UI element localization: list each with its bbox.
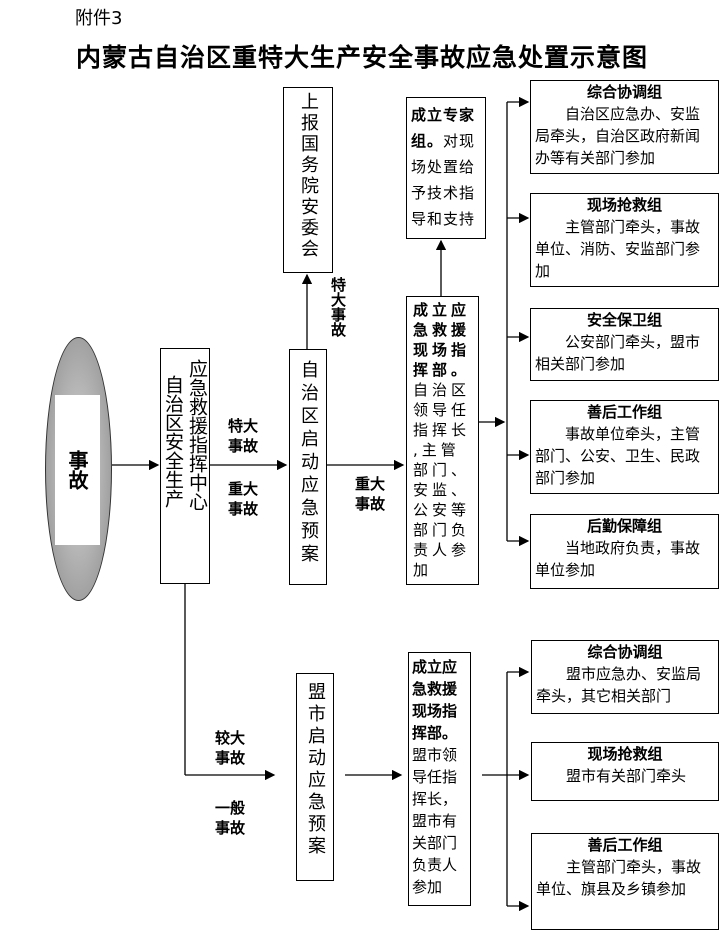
group-title: 善后工作组 — [587, 836, 663, 854]
report-state-council-box: 上报国务院安委会 — [283, 87, 333, 273]
group-desc: 主管部门牵头，事故单位、消防、安监部门参加 — [535, 218, 701, 280]
label-major-hq: 重大事故 — [355, 475, 386, 513]
league-group-aftermath: 善后工作组 主管部门牵头，事故单位、旗县及乡镇参加 — [531, 833, 719, 930]
expert-group-title: 成立专家组。 — [411, 106, 476, 150]
group-desc: 盟市有关部门牵头 — [566, 767, 687, 785]
group-title: 现场抢救组 — [587, 745, 663, 763]
region-hq-box: 成立应急救援现场指挥部。自治区领导任指挥长,主管部门、安监、公安等部门负责人参加 — [406, 296, 479, 585]
accident-label: 事故 — [55, 395, 100, 545]
league-hq-title: 成立应急救援现场指挥部。 — [412, 658, 458, 742]
group-desc: 主管部门牵头，事故单位、旗县及乡镇参加 — [536, 858, 702, 898]
region-group-security: 安全保卫组 公安部门牵头，盟市相关部门参加 — [530, 308, 719, 381]
region-group-coordination: 综合协调组 自治区应急办、安监局牵头，自治区政府新闻办等有关部门参加 — [530, 80, 719, 174]
group-desc: 当地政府负责，事故单位参加 — [535, 539, 701, 579]
expert-group-text: 对现场处置给予技术指导和支持 — [411, 132, 476, 228]
region-hq-text: 自治区领导任指挥长,主管部门、安监、公安等部门负责人参加 — [413, 381, 471, 579]
diagram-title: 内蒙古自治区重特大生产安全事故应急处置示意图 — [75, 43, 648, 72]
group-desc: 自治区应急办、安监局牵头，自治区政府新闻办等有关部门参加 — [535, 105, 701, 167]
region-hq-title: 成立应急救援现场指挥部。 — [413, 301, 471, 379]
command-center-col1: 应急救援指挥中心 — [186, 359, 208, 511]
league-hq-box: 成立应急救援现场指挥部。盟市领导任指挥长，盟市有关部门负责人参加 — [408, 652, 471, 906]
region-group-aftermath: 善后工作组 事故单位牵头，主管部门、公安、卫生、民政部门参加 — [530, 400, 719, 494]
league-group-rescue: 现场抢救组 盟市有关部门牵头 — [531, 742, 719, 801]
region-group-rescue: 现场抢救组 主管部门牵头，事故单位、消防、安监部门参加 — [530, 193, 719, 287]
label-extra-major: 特大事故 — [228, 417, 259, 455]
group-title: 后勤保障组 — [586, 517, 662, 535]
group-desc: 盟市应急办、安监局牵头，其它相关部门 — [536, 665, 702, 705]
group-title: 善后工作组 — [586, 403, 662, 421]
group-desc: 事故单位牵头，主管部门、公安、卫生、民政部门参加 — [535, 425, 701, 487]
league-hq-text: 盟市领导任指挥长，盟市有关部门负责人参加 — [412, 746, 458, 896]
region-plan-box: 自治区启动应急预案 — [289, 349, 327, 585]
label-general: 一般事故 — [215, 799, 246, 837]
region-group-logistics: 后勤保障组 当地政府负责，事故单位参加 — [530, 514, 719, 589]
label-extra-major-report: 特大事故 — [329, 277, 347, 337]
expert-group-box: 成立专家组。对现场处置给予技术指导和支持 — [406, 97, 486, 239]
command-center-box: 应急救援指挥中心 自治区安全生产 — [160, 348, 210, 584]
league-plan-box: 盟市启动应急预案 — [296, 673, 334, 881]
group-title: 综合协调组 — [587, 643, 663, 661]
league-group-coordination: 综合协调组 盟市应急办、安监局牵头，其它相关部门 — [531, 640, 719, 714]
group-title: 现场抢救组 — [586, 196, 662, 214]
group-title: 综合协调组 — [586, 83, 662, 101]
label-larger: 较大事故 — [215, 729, 246, 767]
attachment-label: 附件3 — [75, 8, 123, 29]
label-major: 重大事故 — [228, 480, 259, 518]
group-desc: 公安部门牵头，盟市相关部门参加 — [535, 333, 701, 373]
group-title: 安全保卫组 — [586, 311, 662, 329]
command-center-col2: 自治区安全生产 — [162, 375, 184, 508]
